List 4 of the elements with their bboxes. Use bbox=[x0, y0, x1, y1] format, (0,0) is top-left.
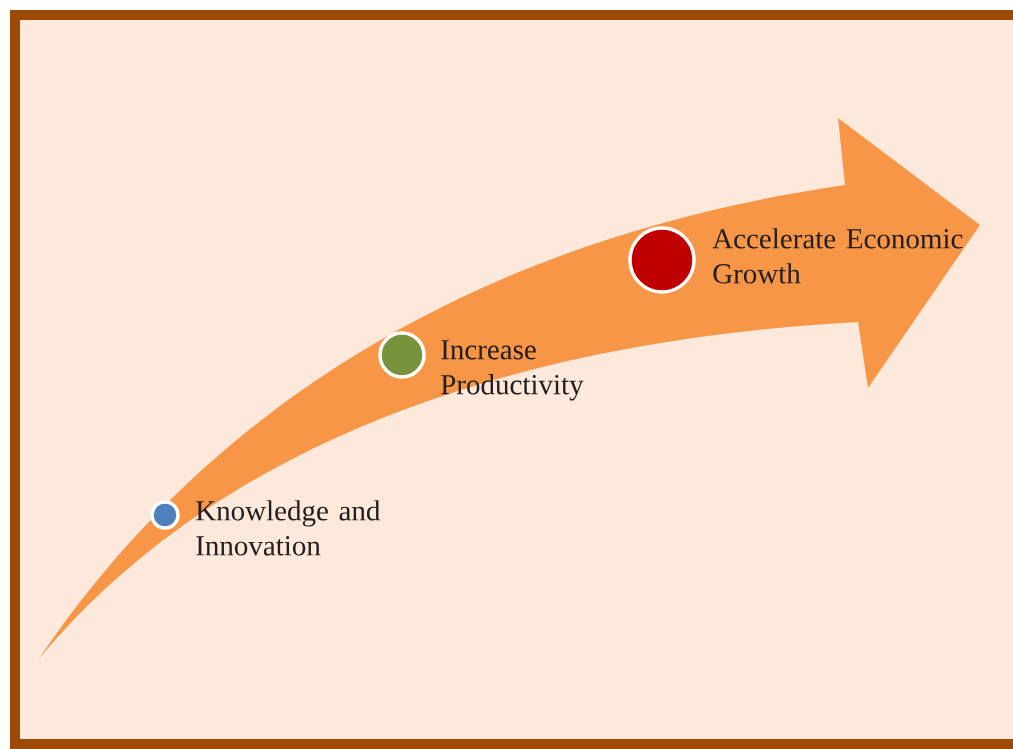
milestone-label: Knowledge and Innovation bbox=[196, 500, 381, 556]
milestone-label: Accelerate Economic Growth bbox=[712, 228, 963, 284]
milestone-dot bbox=[628, 226, 696, 294]
milestone-dot bbox=[150, 500, 180, 530]
